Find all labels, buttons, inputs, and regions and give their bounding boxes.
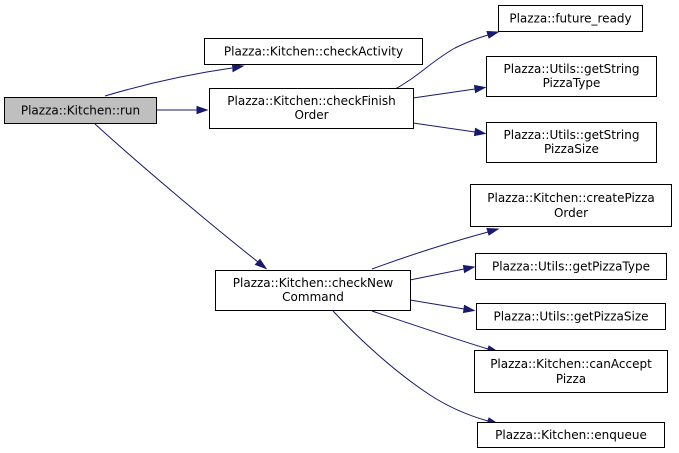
edges bbox=[94, 30, 500, 426]
node-label: Plazza::Kitchen::run bbox=[21, 104, 140, 118]
node-plazza-kitchen-enqueue[interactable]: Plazza::Kitchen::enqueue bbox=[477, 422, 665, 448]
node-plazza-utils-get-string-pizza-size[interactable]: Plazza::Utils::getString PizzaSize bbox=[486, 122, 657, 163]
node-plazza-utils-get-string-pizza-type[interactable]: Plazza::Utils::getString PizzaType bbox=[486, 56, 657, 97]
node-label-line-1: Plazza::Utils::getString bbox=[504, 128, 640, 142]
edge-check-finish-order-to-get-string-pizza-type bbox=[412, 84, 487, 99]
edge-check-finish-order-to-future-ready bbox=[389, 30, 500, 93]
edge-run-to-check-finish-order bbox=[156, 105, 209, 115]
edge-check-finish-order-to-get-string-pizza-size bbox=[412, 122, 487, 137]
node-label-line-2: Order bbox=[554, 206, 588, 220]
node-label-line-1: Plazza::Kitchen::checkNew bbox=[233, 276, 394, 290]
edge-run-to-check-new-command bbox=[94, 123, 268, 270]
node-plazza-future-ready[interactable]: Plazza::future_ready bbox=[498, 5, 643, 32]
node-plazza-kitchen-check-finish-order[interactable]: Plazza::Kitchen::checkFinish Order bbox=[209, 88, 414, 129]
node-plazza-utils-get-pizza-size[interactable]: Plazza::Utils::getPizzaSize bbox=[476, 303, 666, 330]
node-label-line-1: Plazza::Kitchen::createPizza bbox=[487, 191, 655, 205]
node-plazza-utils-get-pizza-type[interactable]: Plazza::Utils::getPizzaType bbox=[475, 253, 667, 280]
node-label-line-2: Pizza bbox=[556, 372, 586, 386]
node-label-line-2: Command bbox=[282, 290, 344, 304]
node-label: Plazza::Kitchen::checkActivity bbox=[224, 45, 403, 59]
node-label-line-1: Plazza::Kitchen::checkFinish bbox=[227, 94, 395, 108]
edge-run-to-check-activity bbox=[104, 63, 245, 97]
node-label: Plazza::Kitchen::enqueue bbox=[495, 428, 647, 442]
node-label: Plazza::future_ready bbox=[509, 12, 631, 26]
node-label: Plazza::Utils::getPizzaSize bbox=[493, 310, 648, 324]
edge-check-new-command-to-get-pizza-size bbox=[409, 299, 476, 314]
edge-check-new-command-to-get-pizza-type bbox=[409, 264, 476, 281]
node-plazza-kitchen-can-accept-pizza[interactable]: Plazza::Kitchen::canAccept Pizza bbox=[474, 350, 668, 393]
node-label-line-2: PizzaSize bbox=[544, 142, 599, 156]
edge-check-new-command-to-create-pizza-order bbox=[371, 227, 500, 270]
node-label-line-1: Plazza::Utils::getString bbox=[504, 62, 640, 76]
edge-check-new-command-to-enqueue bbox=[332, 310, 500, 426]
node-plazza-kitchen-check-activity[interactable]: Plazza::Kitchen::checkActivity bbox=[204, 38, 423, 65]
node-plazza-kitchen-run[interactable]: Plazza::Kitchen::run bbox=[4, 97, 157, 124]
node-plazza-kitchen-check-new-command[interactable]: Plazza::Kitchen::checkNew Command bbox=[215, 270, 411, 311]
node-plazza-kitchen-create-pizza-order[interactable]: Plazza::Kitchen::createPizza Order bbox=[470, 184, 672, 227]
nodes: Plazza::Kitchen::run Plazza::Kitchen::ch… bbox=[4, 5, 672, 448]
node-label: Plazza::Utils::getPizzaType bbox=[492, 260, 650, 274]
node-label-line-2: PizzaType bbox=[543, 76, 601, 90]
node-label-line-1: Plazza::Kitchen::canAccept bbox=[490, 357, 652, 371]
node-label-line-2: Order bbox=[294, 108, 328, 122]
